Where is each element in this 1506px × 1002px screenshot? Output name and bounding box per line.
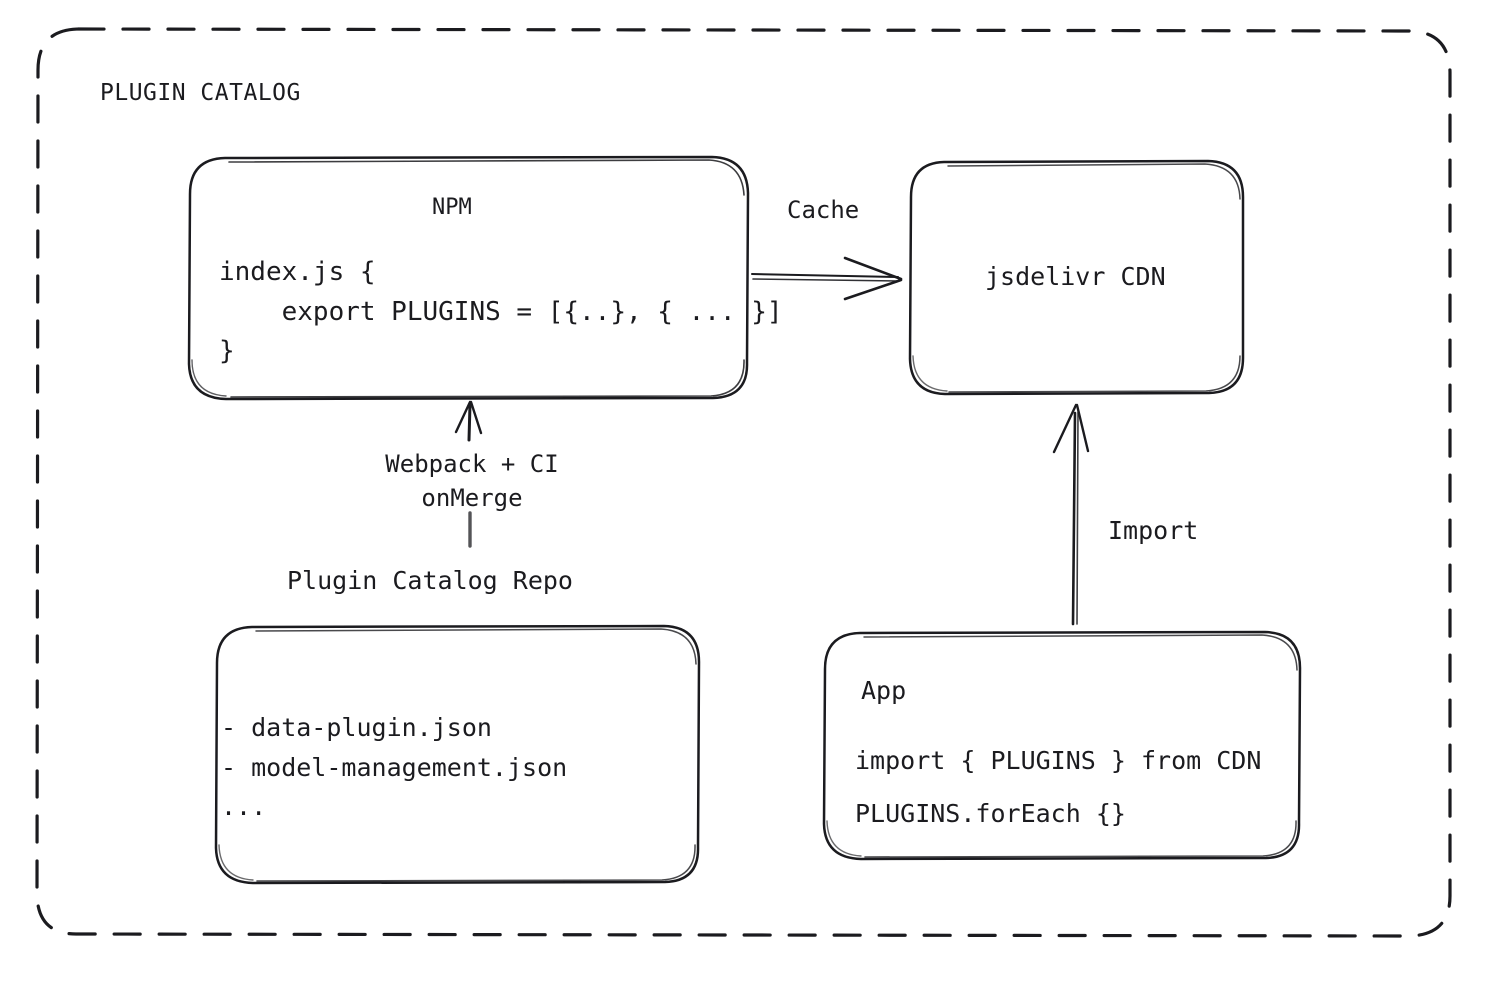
repo-file-line-2: - model-management.json	[221, 752, 568, 782]
npm-node-title: NPM	[432, 195, 472, 220]
cache-edge-label: Cache	[787, 196, 860, 224]
webpack-ci-edge-label-line-1: Webpack + CI	[385, 450, 559, 478]
repo-file-line-3: ...	[221, 792, 267, 821]
npm-code-line-1: index.js {	[219, 257, 376, 287]
app-node-title: App	[861, 676, 907, 705]
container-title: PLUGIN CATALOG	[100, 80, 301, 106]
webpack-ci-edge-label-line-2: onMerge	[421, 484, 523, 513]
repo-node-shape	[214, 624, 701, 885]
cdn-node-shape	[908, 159, 1245, 396]
import-edge-label: Import	[1108, 516, 1199, 545]
npm-code-line-2: export PLUGINS = [{..}, { ... }]	[219, 296, 783, 327]
cache-arrow	[751, 256, 903, 301]
cdn-node-title: jsdelivr CDN	[985, 262, 1166, 291]
app-code-line-1: import { PLUGINS } from CDN	[855, 746, 1262, 775]
app-code-line-2: PLUGINS.forEach {}	[855, 798, 1126, 828]
repo-file-list: - data-plugin.json - model-management.js…	[221, 708, 567, 827]
repo-file-line-1: - data-plugin.json	[221, 713, 492, 742]
npm-node-shape	[187, 155, 750, 401]
webpack-ci-edge-label: Webpack + CI onMerge	[374, 447, 570, 515]
import-arrow	[1052, 403, 1090, 626]
app-code-block: import { PLUGINS } from CDN PLUGINS.forE…	[855, 735, 1261, 840]
npm-code-line-3: }	[219, 336, 235, 367]
webpack-ci-arrow	[454, 400, 483, 548]
plugin-catalog-container-border	[35, 27, 1452, 938]
repo-node-caption: Plugin Catalog Repo	[287, 566, 573, 595]
npm-code-block: index.js { export PLUGINS = [{..}, { ...…	[219, 253, 783, 372]
app-node-shape	[822, 630, 1302, 861]
